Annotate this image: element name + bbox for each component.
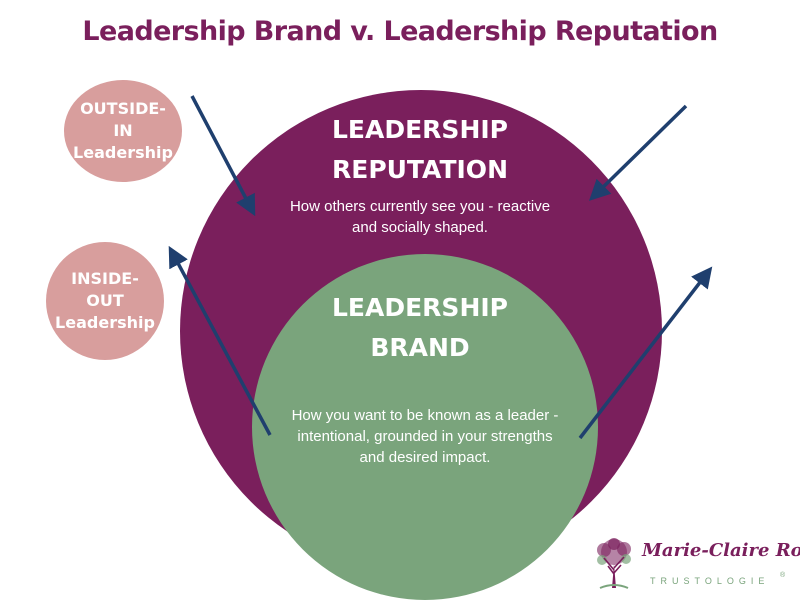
reputation-heading-line: LEADERSHIP [332,115,508,144]
brand-heading-line: LEADERSHIP [332,293,508,322]
brand-heading-line: BRAND [370,333,470,362]
leadership-brand-circle [252,254,598,600]
badge-line: INSIDE- [71,269,139,288]
outside-in-leadership-badge: OUTSIDE- IN Leadership [64,80,182,182]
reputation-heading-line: REPUTATION [331,155,508,184]
badge-line: OUT [86,291,124,310]
outside-in-right-arrow [588,104,688,201]
badge-line: OUTSIDE- [80,99,166,118]
tree-logo-icon [597,538,631,589]
brand-heading: LEADERSHIP BRAND [270,288,570,368]
inside-out-leadership-badge: INSIDE- OUT Leadership [46,242,164,360]
badge-line: Leadership [55,313,155,332]
inside-out-left-arrow [168,245,272,436]
reputation-description-line: and socially shaped. [352,219,488,236]
brand-description-line: How you want to be known as a leader - [291,407,559,424]
reputation-heading: LEADERSHIP REPUTATION [270,110,570,190]
brand-description: How you want to be known as a leader - i… [265,405,585,468]
outside-in-left-arrow [190,95,256,217]
reputation-description-line: How others currently see you - reactive [289,198,551,215]
brand-description-line: and desired impact. [359,449,491,466]
badge-line: IN [113,121,133,140]
brand-description-line: intentional, grounded in your strengths [297,428,553,445]
inside-out-right-arrow [578,266,713,440]
logo-name: Marie-Claire Ross [642,540,800,561]
marie-claire-ross-logo: Marie-Claire Ross TRUSTOLOGIE ® [590,532,800,596]
page-title: Leadership Brand v. Leadership Reputatio… [82,16,718,47]
logo-company: TRUSTOLOGIE [650,576,770,586]
reputation-description: How others currently see you - reactive … [250,196,590,238]
logo-registered-mark: ® [780,572,786,579]
badge-line: Leadership [73,143,173,162]
